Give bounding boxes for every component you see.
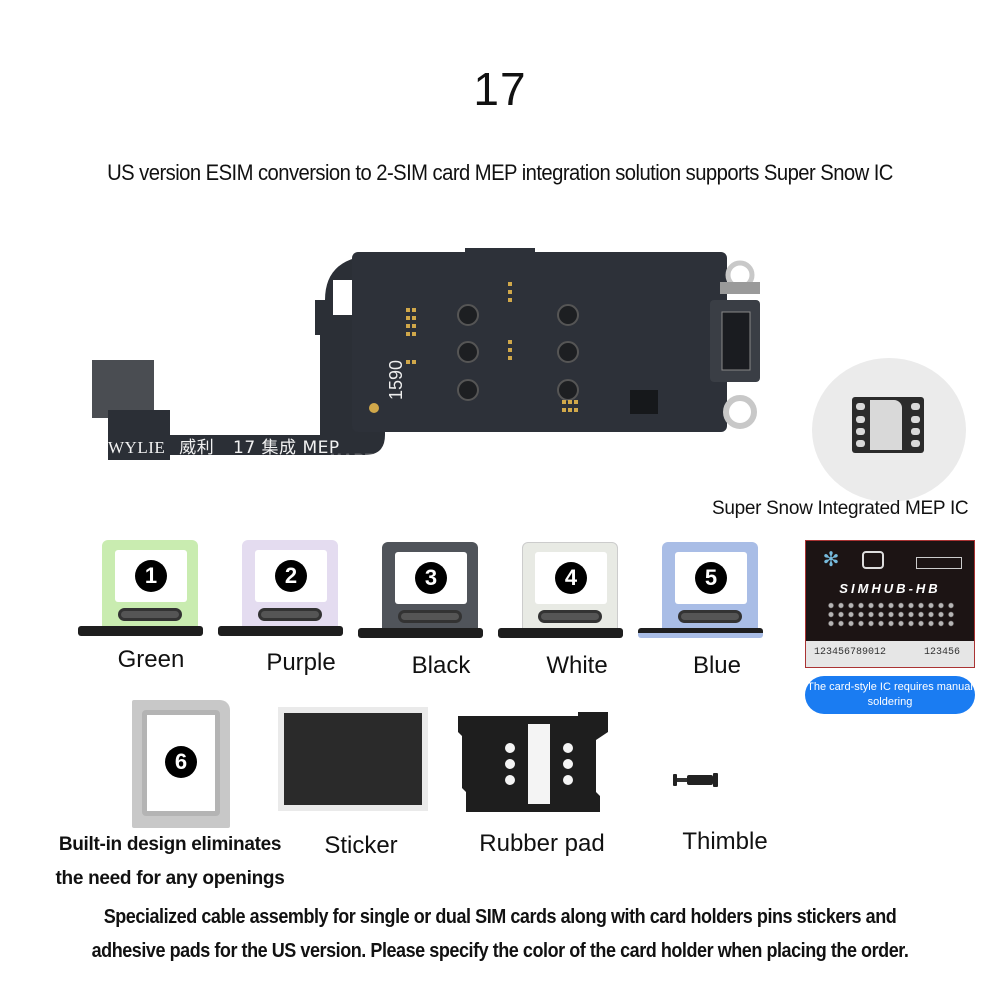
sticker-caption: Sticker (324, 832, 398, 859)
builtin-caption-line2: the need for any openings (55, 868, 285, 889)
builtin-caption-line1: Built-in design eliminates (58, 834, 282, 855)
cable-print-label: WYLIE 威利 17 集成 MEP (108, 433, 340, 458)
tray-label-white: White (546, 652, 608, 679)
sim-tray-black: 3 (358, 540, 483, 642)
sim-tray-blue: 5 (638, 540, 763, 642)
tray-label-purple: Purple (266, 649, 336, 676)
footer-description: Specialized cable assembly for single or… (0, 900, 1000, 968)
footer-line-2: adhesive pads for the US version. Please… (91, 940, 909, 962)
cable-brand-cn: 威利 (179, 438, 215, 458)
tray-label-blue: Blue (692, 652, 742, 679)
mep-ic-chip-icon (852, 397, 924, 453)
manual-soldering-badge: The card-style IC requires manual solder… (805, 676, 975, 714)
card-brand: SIMHUB-HB (839, 581, 941, 596)
sticker-image (278, 707, 428, 811)
number-badge: 3 (415, 562, 447, 594)
builtin-tray-caption: Built-in design eliminates the need for … (40, 828, 300, 896)
simhub-card-ic-image: ✻ SIMHUB-HB 123456789012 123456 (805, 540, 975, 668)
tray-label-black: Black (411, 652, 471, 679)
mep-flex-cable-image (90, 240, 780, 475)
cable-part-code: 1590 (386, 359, 406, 400)
snowflake-logo-icon: ✻ (822, 549, 840, 571)
cable-brand-en: WYLIE (108, 438, 166, 457)
simhub-logo-icon (862, 551, 884, 569)
flex-cable-graphic (92, 248, 760, 460)
card-serial-1: 123456789012 (814, 647, 887, 658)
number-badge: 2 (275, 560, 307, 592)
sim-tray-white: 4 (498, 540, 623, 642)
number-badge: 5 (695, 562, 727, 594)
builtin-tray-image: 6 (132, 700, 230, 828)
ic-caption: Super Snow Integrated MEP IC (712, 498, 969, 519)
cable-model-label: 17 集成 MEP (233, 438, 340, 458)
card-serial-2: 123456 (924, 647, 961, 658)
sim-tray-purple: 2 (218, 538, 343, 640)
card-icon-pattern (826, 601, 954, 629)
number-badge: 4 (555, 562, 587, 594)
tray-label-green: Green (117, 646, 185, 673)
thimble-pin-image (673, 773, 718, 787)
model-number-heading: 17 (473, 63, 527, 115)
sim-tray-green: 1 (78, 538, 203, 640)
number-badge: 1 (135, 560, 167, 592)
product-subtitle: US version ESIM conversion to 2-SIM card… (107, 160, 893, 185)
card-tag (916, 557, 962, 569)
watermark-text: MARTVIEW (330, 450, 415, 466)
rubber-pad-image (458, 712, 608, 812)
footer-line-1: Specialized cable assembly for single or… (103, 906, 897, 928)
thimble-caption: Thimble (682, 828, 768, 855)
rubber-pad-caption: Rubber pad (479, 830, 605, 857)
number-badge: 6 (165, 746, 197, 778)
